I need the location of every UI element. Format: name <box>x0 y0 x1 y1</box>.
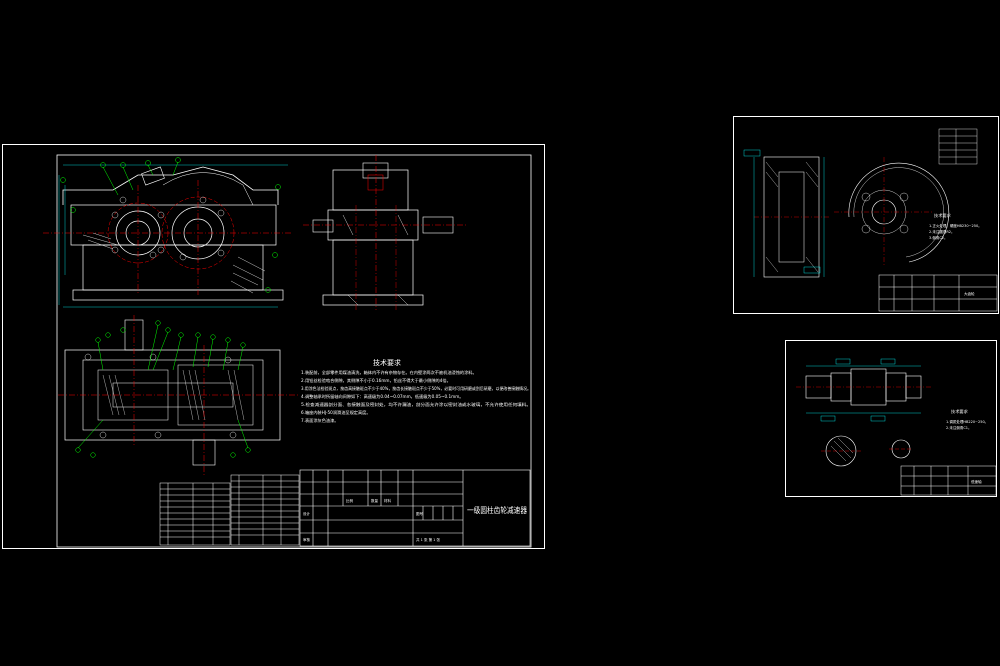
parts-list-left <box>159 482 231 546</box>
shaft-section-b <box>889 439 913 459</box>
tb-quantity-label: 数量 <box>371 498 379 503</box>
gear-tech-line-1: 1.正火处理，硬度HB230~250。 <box>929 223 982 228</box>
shaft-tech-title: 技术要求 <box>951 408 969 415</box>
shaft-main-view <box>796 358 931 422</box>
tech-line-2: 2.用铅丝检验啮合侧隙，其侧隙不小于0.16mm，铅丝不得大于最小侧隙的4倍。 <box>301 377 451 384</box>
gear-front-view <box>834 157 950 267</box>
main-drawing-title: 一级圆柱齿轮减速器 <box>467 505 527 515</box>
shaft-part-svg: 技术要求 1.调质处理HB220~250。 2.未注倒角C1。 低速轴 <box>796 358 997 496</box>
tech-line-7: 7.表面涂灰色油漆。 <box>301 417 339 424</box>
tb-review-label: 审核 <box>303 537 311 542</box>
tb-drawing-no-label: 图号 <box>416 511 424 516</box>
gear-tech-line-3: 3.倒角C2。 <box>929 235 948 240</box>
tb-scale-label: 比例 <box>346 498 354 503</box>
gear-part-svg: 技术要求 1.正火处理，硬度HB230~250。 2.未注圆角R2。 3.倒角C… <box>743 128 998 312</box>
gear-tech-line-2: 2.未注圆角R2。 <box>929 229 955 234</box>
tech-requirements-title: 技术要求 <box>373 358 401 367</box>
tb-sheet-count: 共 1 张 第 1 张 <box>416 537 441 542</box>
assembly-drawing-svg: 技术要求 1.装配前，全部零件用煤油清洗，箱体内不许有杂物存在。在内壁涂两次不被… <box>43 154 532 548</box>
parts-list-right <box>230 474 300 546</box>
shaft-tech-line-2: 2.未注倒角C1。 <box>946 425 972 430</box>
tech-line-3: 3.用涂色法检验斑点，按齿高接触斑点不少于40%，按齿长接触斑点不少于50%，必… <box>301 385 531 392</box>
tb-design-label: 设计 <box>303 511 311 516</box>
inner-border <box>56 154 532 548</box>
main-title-block: 设计 审核 比例 数量 材料 图号 共 1 张 第 1 张 一级圆柱齿轮减速器 <box>299 469 531 547</box>
tech-requirements: 技术要求 1.装配前，全部零件用煤油清洗，箱体内不许有杂物存在。在内壁涂两次不被… <box>301 358 531 424</box>
gear-section-view <box>743 149 829 278</box>
tech-line-4: 4.调整轴承时所留轴向间隙如下：高速级为0.04~0.07mm，低速级为0.05… <box>301 393 463 400</box>
gear-params-table <box>938 128 978 165</box>
side-view <box>303 155 468 310</box>
shaft-part-sheet: 技术要求 1.调质处理HB220~250。 2.未注倒角C1。 低速轴 <box>785 340 997 497</box>
gear-tech-title: 技术要求 <box>934 212 952 219</box>
shaft-section-a <box>821 435 861 467</box>
shaft-title-block <box>900 465 997 496</box>
gear-title-name: 大齿轮 <box>964 291 975 296</box>
tech-line-1: 1.装配前，全部零件用煤油清洗，箱体内不许有杂物存在。在内壁涂两次不被机油浸蚀的… <box>301 369 477 376</box>
tb-material-label: 材料 <box>384 498 392 503</box>
assembly-drawing-sheet: 技术要求 1.装配前，全部零件用煤油清洗，箱体内不许有杂物存在。在内壁涂两次不被… <box>2 144 545 549</box>
gear-title-block <box>878 274 998 312</box>
top-view <box>58 315 298 475</box>
shaft-title-name: 低速轴 <box>971 479 982 484</box>
shaft-tech-line-1: 1.调质处理HB220~250。 <box>946 419 988 424</box>
tech-line-6: 6.箱座内装HJ-50润滑油至规定高度。 <box>301 409 371 416</box>
tech-line-5: 5.检查减速器剖分面、各接触面及密封处，均不许漏油，剖分面允许涂以密封油或水玻璃… <box>301 401 531 408</box>
front-view <box>43 157 293 308</box>
gear-part-sheet: 技术要求 1.正火处理，硬度HB230~250。 2.未注圆角R2。 3.倒角C… <box>733 116 999 314</box>
